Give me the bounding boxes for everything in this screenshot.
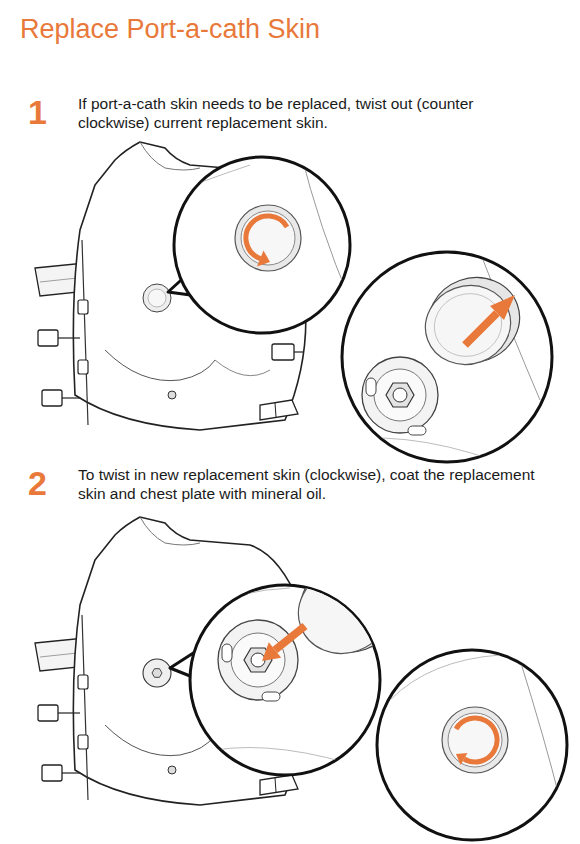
- zoom-circle: [262, 692, 280, 701]
- zoom-circle: [300, 150, 350, 300]
- direction-arrow: [490, 295, 515, 320]
- rotation-arrow: [257, 251, 270, 267]
- torso-figure: [143, 659, 171, 687]
- rotation-arrow: [456, 718, 497, 765]
- zoom-circle: [393, 388, 407, 402]
- zoom-circle: [342, 252, 552, 470]
- zoom-circle: [345, 438, 520, 470]
- zoom-circle: [222, 644, 232, 662]
- zoom-circle: [377, 650, 567, 840]
- step-number: 1: [28, 92, 47, 133]
- zoom-circle: [345, 252, 540, 470]
- torso-figure: [148, 289, 166, 307]
- zoom-circle: [414, 274, 521, 377]
- zoom-circle: [520, 660, 560, 800]
- zoom-circle: [235, 205, 301, 271]
- zoom-circle: [180, 150, 350, 300]
- direction-arrow: [275, 626, 305, 650]
- zoom-circle: [286, 556, 401, 666]
- direction-arrow: [465, 313, 497, 345]
- zoom-circle: [390, 655, 560, 800]
- torso-figure: [152, 669, 162, 678]
- zoom-circle: [342, 252, 552, 462]
- direction-arrow: [262, 626, 305, 661]
- zoom-circle: [218, 620, 298, 700]
- torso-figure: [143, 284, 171, 312]
- rotation-arrow: [456, 753, 468, 765]
- zoom-circle: [390, 655, 500, 700]
- zoom-circle: [174, 150, 350, 333]
- step-text: To twist in new replacement skin (clockw…: [78, 466, 548, 503]
- step-number: 2: [28, 463, 47, 504]
- direction-arrow: [465, 295, 515, 345]
- zoom-circle: [448, 713, 502, 767]
- zoom-circle: [180, 165, 250, 190]
- zoom-circle: [408, 426, 426, 435]
- zoom-circle: [287, 546, 412, 667]
- direction-arrow: [262, 642, 281, 661]
- zoom-circle: [442, 707, 508, 773]
- step-text: If port-a-cath skin needs to be replaced…: [78, 95, 548, 132]
- zoom-circle: [366, 378, 376, 396]
- zoom-circle: [241, 211, 295, 265]
- zoom-circle: [190, 585, 380, 775]
- rotation-arrow: [246, 216, 287, 259]
- rotation-arrow: [246, 216, 287, 267]
- zoom-circle: [231, 633, 285, 687]
- zoom-circle: [200, 588, 290, 610]
- zoom-circle: [215, 748, 370, 771]
- zoom-circle: [377, 650, 567, 840]
- zoom-circle: [374, 369, 426, 421]
- zoom-circle: [174, 157, 350, 333]
- zoom-circle: [425, 284, 510, 366]
- page-title: Replace Port-a-cath Skin: [20, 14, 320, 45]
- zoom-circle: [362, 357, 438, 433]
- zoom-circle: [386, 383, 414, 407]
